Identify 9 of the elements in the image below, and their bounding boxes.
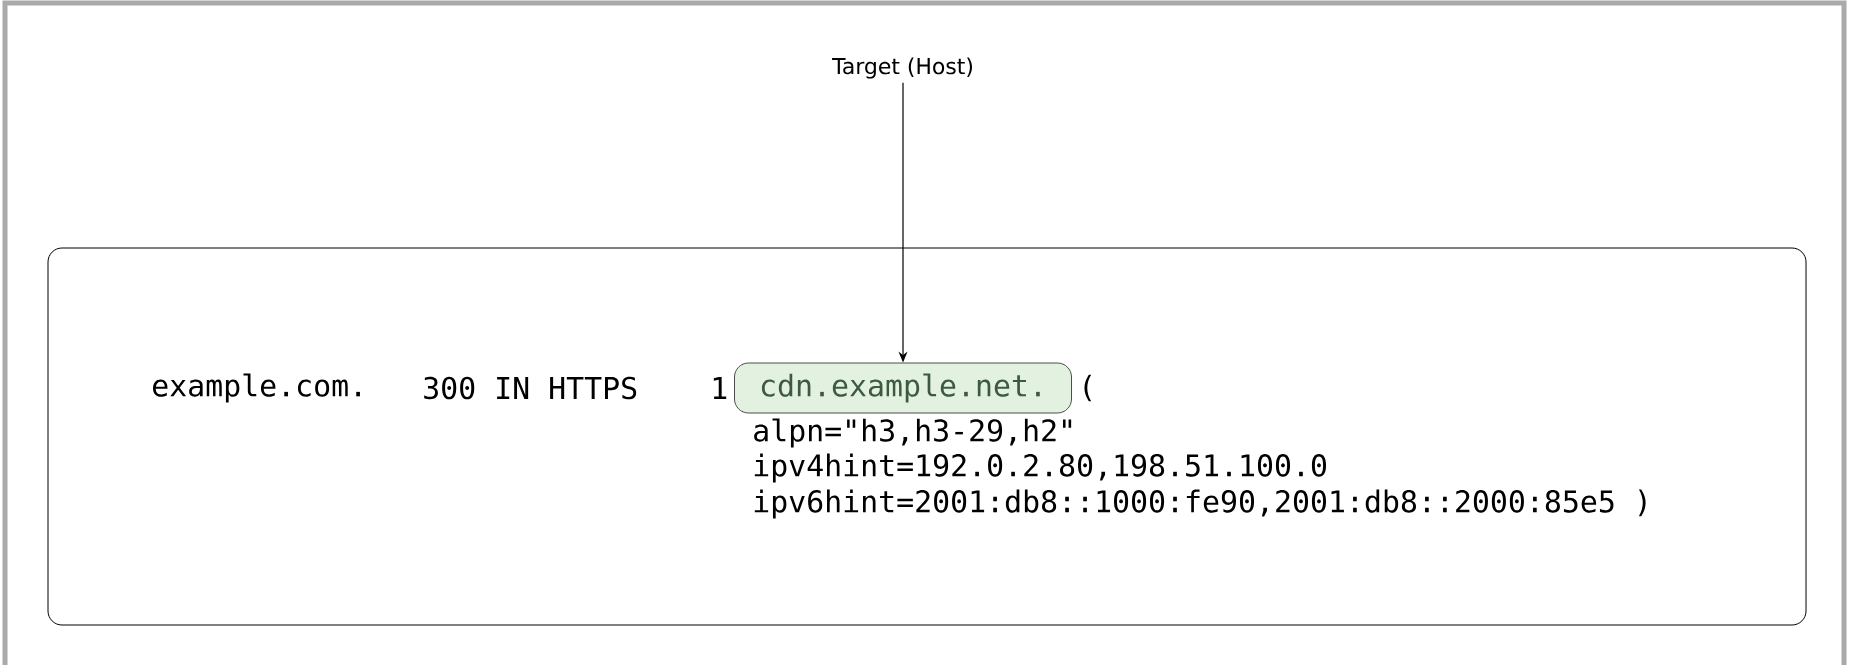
code-text: ipv4hint=192.0.2.80,198.51.100.0: [754, 453, 1326, 483]
code-text: alpn="h3,h3-29,h2": [754, 418, 1072, 448]
code-text: 1: [713, 377, 727, 399]
code-text: ipv6hint=2001:db8::1000:fe90,2001:db8::2000:85e5 ): [754, 489, 1646, 519]
highlight-box: cdn.example.net.: [734, 362, 1072, 414]
code-text: 300 IN HTTPS: [424, 376, 637, 400]
callout-label: Target (Host): [832, 57, 972, 79]
code-text: example.com.: [153, 373, 360, 403]
code-text: (: [1084, 374, 1092, 402]
